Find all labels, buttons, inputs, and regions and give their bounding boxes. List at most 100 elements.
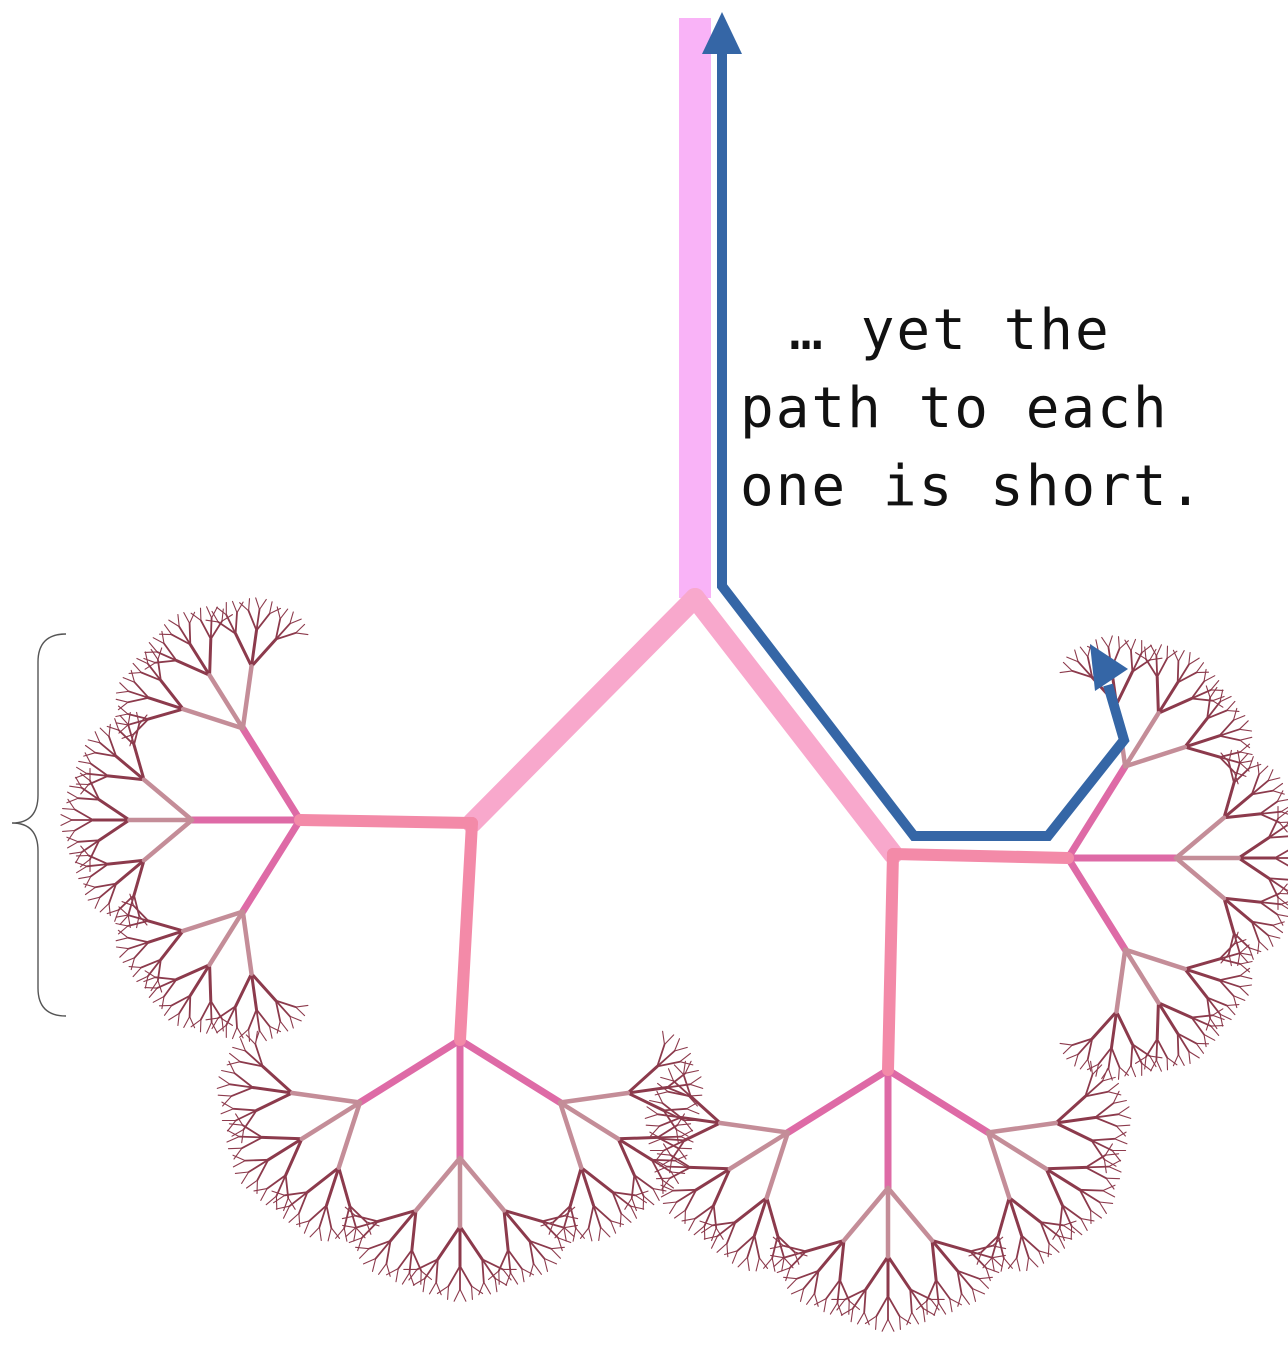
fine-branch [1145, 1057, 1146, 1069]
fine-branch [261, 1189, 267, 1201]
fine-branch [1227, 711, 1239, 712]
fine-branch [1249, 948, 1261, 952]
fine-branch [228, 1121, 236, 1132]
fine-branch [165, 1005, 172, 1015]
fine-branch [1104, 1160, 1116, 1167]
fine-branch [75, 810, 93, 821]
fine-branch [149, 643, 157, 652]
fine-branch [704, 1236, 717, 1239]
fine-branch [1145, 647, 1146, 659]
fine-branch [438, 1226, 460, 1259]
fine-branch [217, 1084, 230, 1088]
fine-branch [1219, 976, 1240, 980]
fine-branch [1039, 1251, 1044, 1263]
fine-branch [544, 1259, 547, 1272]
fine-branch [674, 1065, 683, 1075]
fine-branch [1249, 948, 1253, 960]
fine-branch [1109, 1167, 1121, 1172]
fine-branch [68, 792, 79, 798]
fine-branch [1105, 1154, 1118, 1155]
tertiary-branch [360, 1040, 460, 1103]
fine-branch [344, 1228, 347, 1241]
fine-branch [162, 631, 164, 643]
fine-branch [233, 1047, 246, 1051]
fine-branch [551, 1249, 560, 1259]
fine-branch [1196, 663, 1203, 673]
fine-branch [229, 1148, 242, 1149]
fine-branch [657, 1178, 670, 1179]
fine-branch [1117, 1125, 1130, 1126]
fine-branch [116, 924, 128, 927]
fine-branch [522, 1269, 524, 1282]
fine-branch [249, 611, 257, 631]
fine-branch [1185, 747, 1220, 757]
fine-branch [254, 1189, 267, 1191]
fine-branch [211, 1001, 212, 1022]
fine-branch [1240, 744, 1249, 752]
fine-branch [149, 988, 157, 997]
quaternary-branch [1176, 818, 1224, 858]
fine-branch [1240, 945, 1249, 953]
fine-branch [1234, 716, 1245, 721]
fine-branch [684, 1121, 692, 1132]
fine-branch [1240, 968, 1250, 976]
fine-branch [690, 1084, 703, 1088]
fine-branch [1001, 1258, 1004, 1271]
fine-branch [1178, 1055, 1184, 1066]
fine-branch [1268, 935, 1273, 946]
fine-branch [249, 1010, 257, 1030]
fine-branch [1204, 1035, 1206, 1047]
fine-branch [153, 997, 164, 1003]
fine-branch [134, 895, 139, 915]
fine-branch [788, 1279, 797, 1289]
fine-branch [270, 602, 273, 614]
fine-branch [169, 1013, 179, 1020]
fine-branch [430, 1282, 437, 1294]
fine-branch [328, 1228, 331, 1241]
fine-branch [1240, 737, 1252, 740]
fine-branch [772, 1258, 775, 1271]
fine-branch [888, 1296, 900, 1316]
fine-branch [148, 709, 183, 719]
fine-branch [217, 607, 227, 615]
fine-branch [972, 1289, 984, 1294]
fine-branch [1227, 701, 1235, 710]
fine-branch [1275, 848, 1288, 859]
quaternary-branch [988, 1123, 1056, 1133]
annotation-line-2: path to each [740, 370, 1160, 448]
fine-branch [631, 1206, 644, 1209]
fine-branch [841, 1308, 853, 1315]
fine-branch [759, 1258, 767, 1269]
fine-branch [63, 831, 75, 832]
fine-branch [145, 976, 148, 988]
fine-branch [61, 815, 72, 820]
branch-left-lower [460, 823, 472, 1040]
fine-branch [690, 1167, 730, 1168]
fine-branch [665, 1035, 674, 1045]
fine-branch [128, 938, 149, 942]
fine-branch [257, 1093, 293, 1110]
fine-branch [296, 633, 308, 635]
fine-branch [162, 997, 164, 1009]
fine-branch [249, 1029, 250, 1041]
fine-branch [1099, 1202, 1106, 1213]
fine-branch [1239, 838, 1269, 858]
fine-branch [1118, 1114, 1131, 1118]
fine-branch [242, 1137, 262, 1148]
fine-branch [632, 1198, 637, 1211]
fine-branch [1277, 799, 1288, 801]
fine-branch [219, 1077, 230, 1085]
fine-branch [1060, 671, 1072, 673]
fine-branch [76, 852, 82, 863]
fine-branch [495, 1278, 507, 1285]
fine-branch [165, 625, 172, 635]
fine-branch [260, 599, 267, 609]
fine-branch [236, 613, 237, 634]
fine-branch [77, 767, 87, 773]
fine-branch [649, 1139, 661, 1144]
fine-branch [109, 724, 110, 736]
fine-branch [115, 910, 119, 922]
fine-branch [99, 800, 129, 820]
fine-branch [1268, 770, 1273, 781]
fine-branch [1227, 1006, 1235, 1015]
